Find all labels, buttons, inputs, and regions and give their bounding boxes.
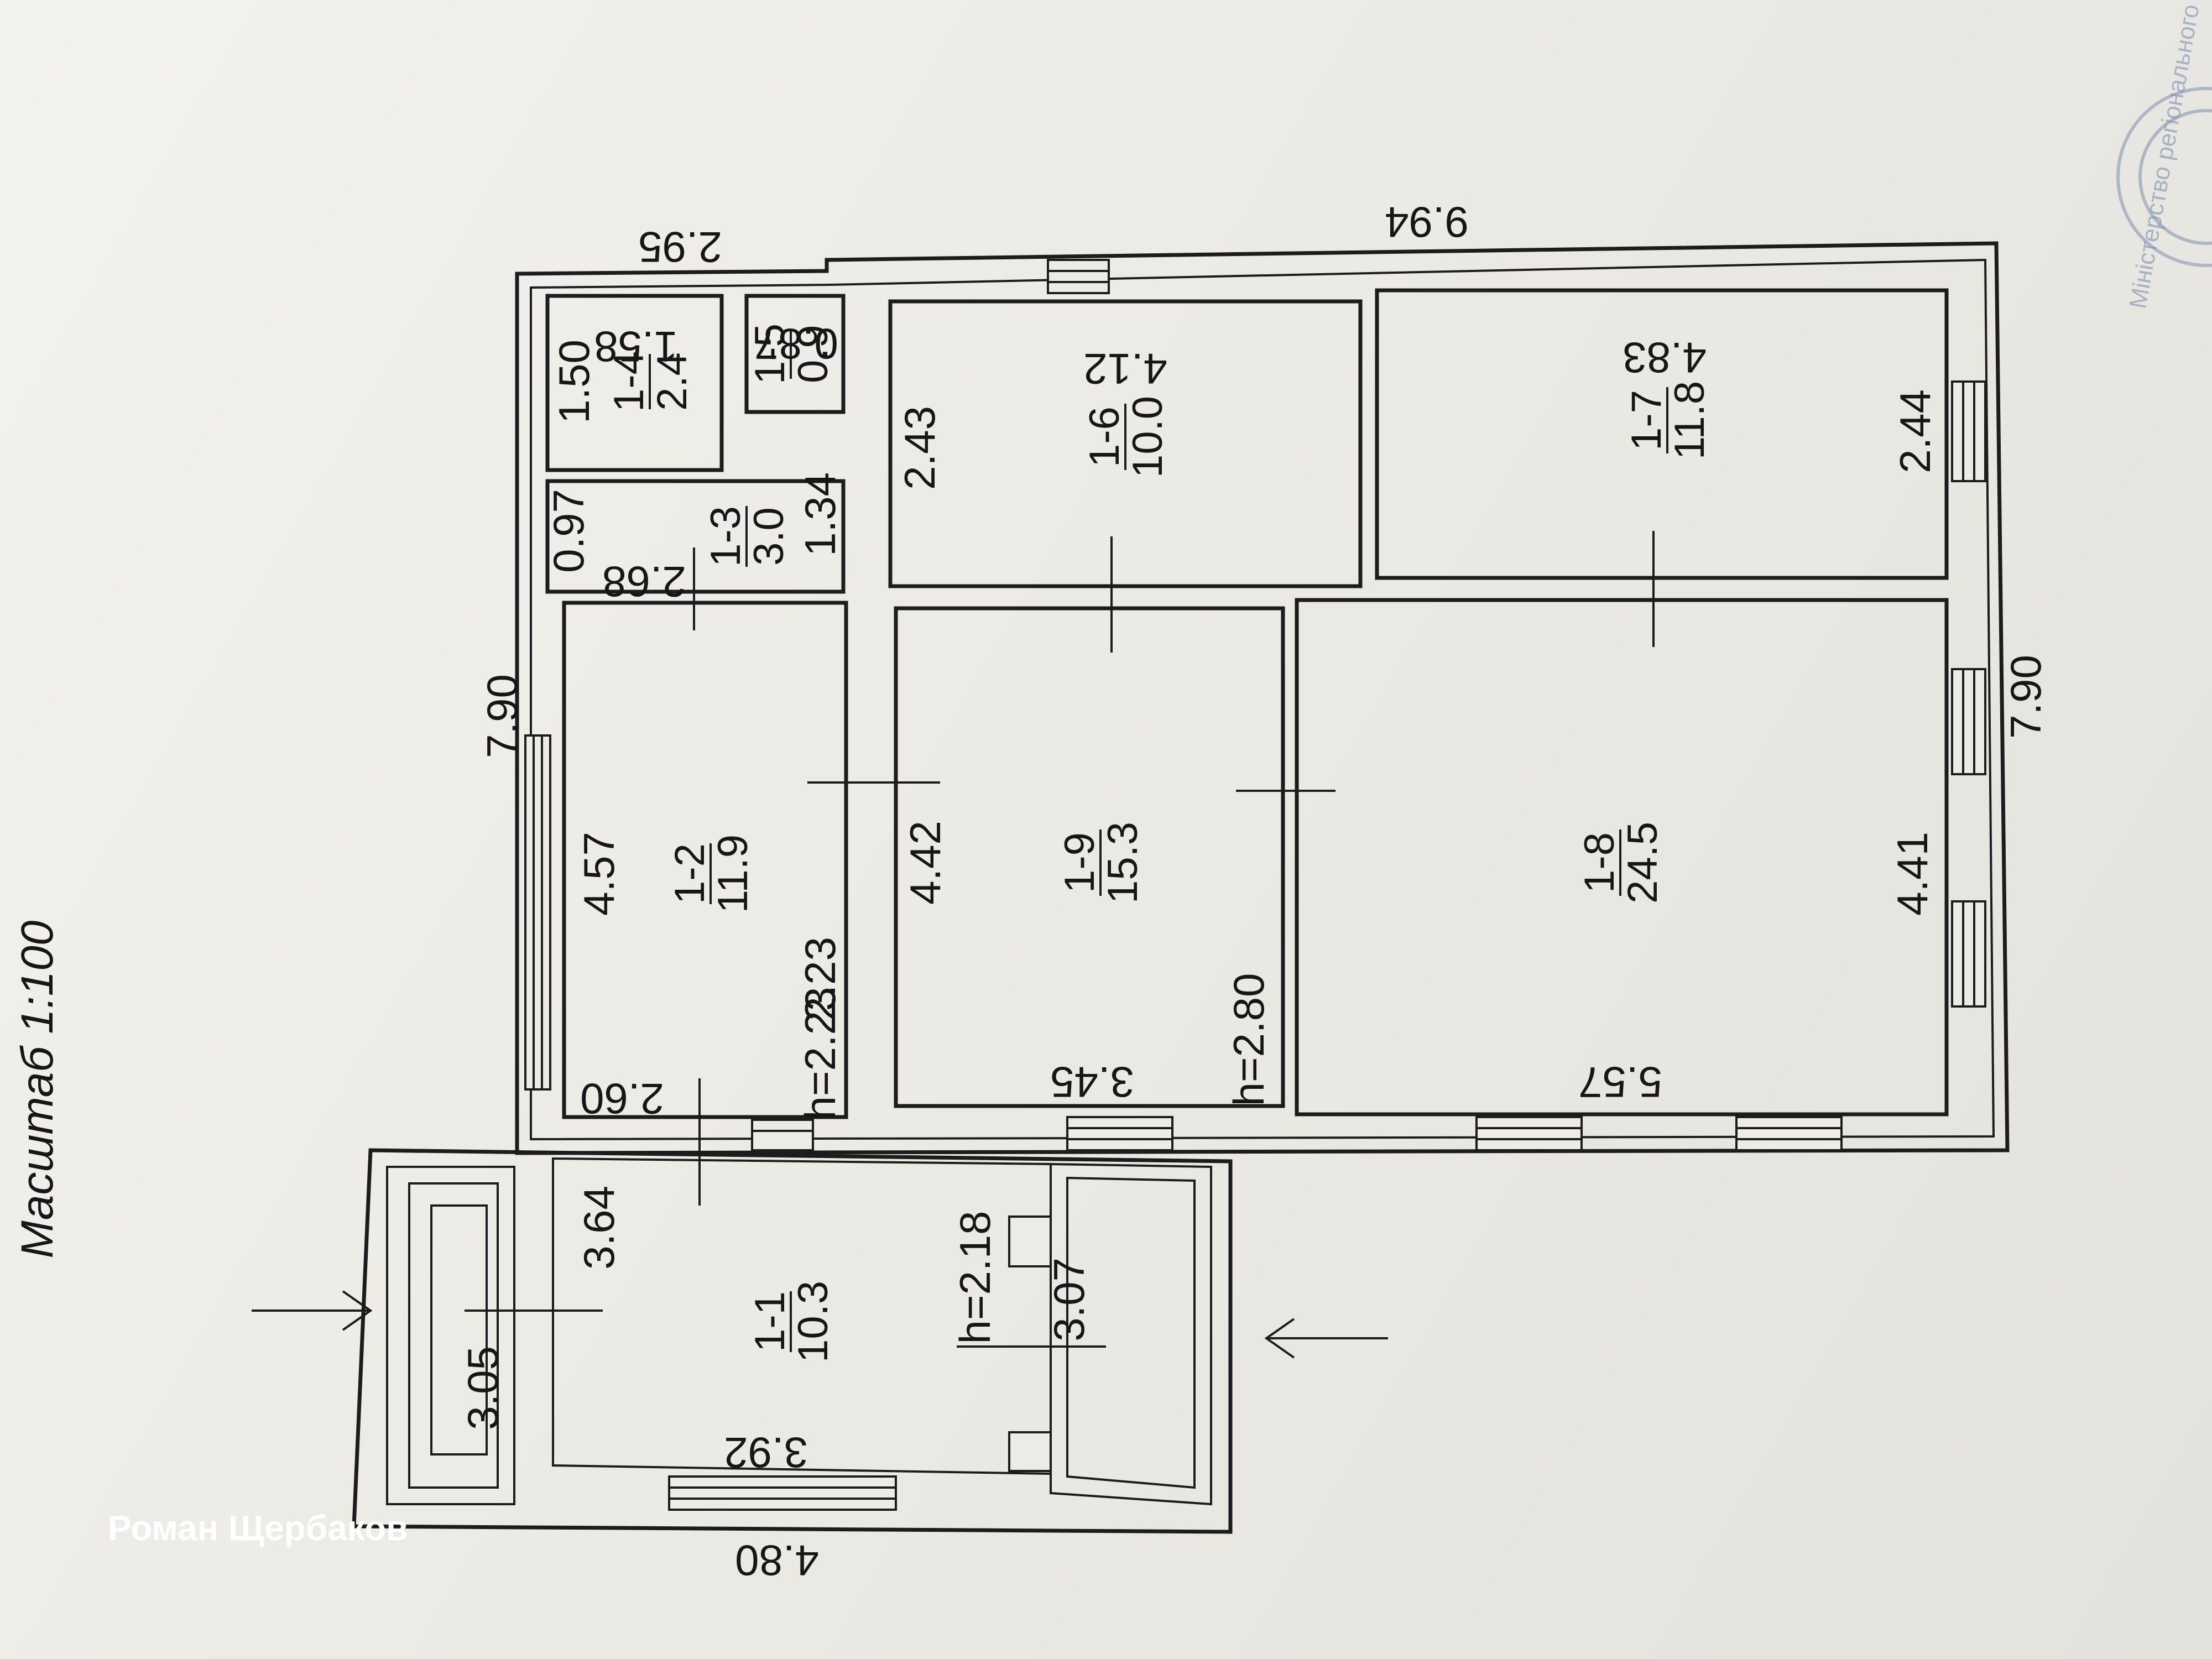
room-1-9-outline: [894, 606, 1285, 1108]
window-bottom-1-8a: [1475, 1116, 1583, 1151]
dim-1-9-bottom: 3.45: [1050, 1058, 1134, 1107]
room-area: 10.0: [1124, 396, 1171, 478]
dim-1-1-side: 3.64: [575, 1186, 623, 1270]
window-porch-a: [1008, 1215, 1052, 1267]
dim-1-1-bottom: 3.92: [724, 1428, 808, 1477]
room-1-2-outline: [562, 601, 848, 1119]
room-1-6-outline: [888, 299, 1363, 588]
scale-label: Масштаб 1:100: [12, 921, 62, 1259]
room-label-1-9: 1-9 15.3: [1056, 822, 1146, 904]
room-label-1-6: 1-6 10.0: [1081, 396, 1171, 478]
dim-1-3-side: 0.97: [544, 489, 593, 573]
dim-1-3-right: 1.34: [796, 472, 844, 556]
window-bottom-1-2: [751, 1119, 814, 1151]
dim-1-9-side: 4.42: [901, 821, 950, 905]
room-1-4-outline: [545, 294, 724, 472]
window-bottom-1-9: [1066, 1116, 1173, 1151]
dim-1-4-side: 1.50: [550, 340, 598, 424]
room-id: 1-6: [1081, 406, 1128, 467]
dim-1-8-side: 4.41: [1888, 832, 1937, 916]
room-id: 1-5: [747, 324, 794, 384]
door-markers: [465, 531, 1655, 1348]
overall-right: 7.90: [2001, 655, 2050, 739]
window-right-1-8b: [1951, 900, 1986, 1008]
room-label-1-4: 1-4 2.4: [606, 351, 696, 412]
author-watermark: Роман Щербаков: [108, 1508, 408, 1548]
room-id: 1-9: [1056, 832, 1103, 893]
room-label-1-2: 1-2 11.9: [666, 834, 757, 913]
room-id: 1-3: [702, 506, 749, 567]
dim-1-2-side: 4.57: [575, 832, 623, 916]
dim-1-2-bottom: 2.60: [580, 1074, 664, 1123]
dim-1-6-side: 2.43: [895, 406, 944, 490]
room-label-1-5: 1-5 0.9: [747, 324, 837, 384]
window-bottom-1-1: [668, 1475, 897, 1511]
room-id: 1-4: [606, 351, 653, 412]
room-label-1-7: 1-7 11.8: [1623, 381, 1713, 460]
room-id: 1-7: [1623, 390, 1670, 451]
room-id: 1-2: [666, 843, 713, 904]
room-1-3-outline: [545, 479, 846, 594]
room-area: 2.4: [649, 352, 696, 411]
overall-left: 7.90: [478, 674, 526, 758]
room-id: 1-8: [1576, 832, 1623, 893]
dim-1-4-top: 1.58: [594, 322, 678, 371]
window-top-1-6: [1047, 259, 1110, 294]
room-id: 1-1: [747, 1291, 794, 1352]
room-1-5-outline: [744, 294, 846, 414]
room-area: 24.5: [1619, 822, 1666, 904]
window-left-long: [524, 734, 551, 1091]
dim-1-3-bottom: 2.68: [602, 557, 686, 606]
room-label-1-8: 1-8 24.5: [1576, 822, 1666, 904]
overall-top-left: 2.95: [638, 223, 722, 272]
dim-1-6-top: 4.12: [1083, 345, 1167, 393]
dim-1-2-right: 2.23: [796, 937, 844, 1021]
window-porch-b: [1008, 1431, 1052, 1472]
overall-bottom: 4.80: [735, 1536, 819, 1585]
room-label-1-1: 1-1 10.3: [747, 1281, 837, 1363]
window-right-1-8a: [1951, 668, 1986, 775]
room-area: 0.9: [790, 325, 837, 383]
room-area: 10.3: [790, 1281, 837, 1363]
room-area: 3.0: [745, 507, 792, 566]
room-area: 15.3: [1099, 822, 1146, 904]
dim-1-1-right: 3.07: [1045, 1258, 1093, 1342]
room-1-7-outline: [1375, 288, 1949, 580]
room-area: 11.9: [709, 834, 757, 913]
overall-top-right: 9.94: [1385, 198, 1469, 247]
dim-1-8-bottom: 5.57: [1578, 1058, 1662, 1107]
height-1-1: h=2.18: [951, 1211, 999, 1344]
dim-1-7-top: 4.83: [1623, 333, 1707, 382]
windows: [524, 259, 1986, 1511]
room-area: 11.8: [1666, 381, 1713, 460]
dim-1-5-top: 0.87: [754, 320, 838, 368]
dim-1-7-side: 2.44: [1891, 389, 1939, 473]
official-stamp: Міністерство регіонального розвитку, буд…: [2116, 0, 2212, 311]
window-right-1-7: [1951, 380, 1986, 482]
porch-walls: [352, 1148, 1233, 1534]
window-bottom-1-8b: [1735, 1116, 1843, 1151]
dim-porch-width: 3.05: [458, 1346, 507, 1430]
entrance-arrows: [252, 1290, 1388, 1359]
room-1-8-outline: [1295, 598, 1949, 1117]
height-1-2: h=2.23: [796, 987, 844, 1120]
height-1-9: h=2.80: [1224, 973, 1273, 1107]
room-label-1-3: 1-3 3.0: [702, 506, 792, 567]
room-outlines: [545, 288, 1949, 1119]
